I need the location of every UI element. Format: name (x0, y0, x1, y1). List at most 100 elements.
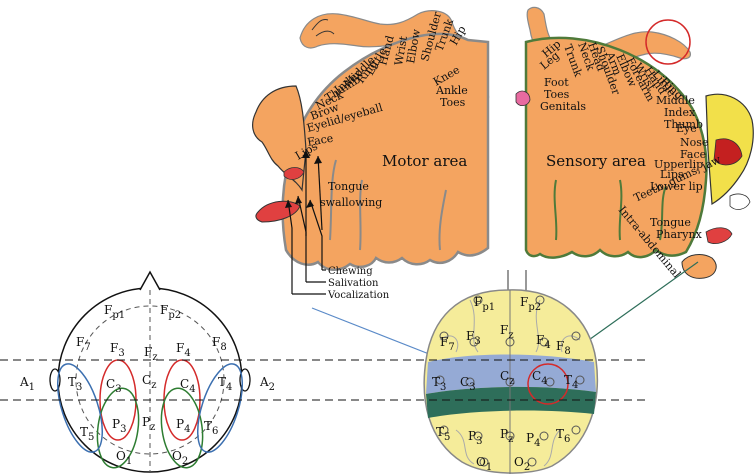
highlight-circle (645, 19, 691, 65)
electrode-letter: F (466, 329, 474, 343)
callout-salivation: Salivation (328, 278, 379, 289)
electrode-letter: F (144, 345, 152, 359)
sensory-label: Eye (676, 122, 697, 135)
electrode-t6: T6 (204, 419, 218, 437)
electrode-letter: F (440, 335, 448, 349)
electrode-letter: C (460, 375, 469, 389)
electrode-letter: T (218, 375, 226, 389)
electrode-fp1: Fp1 (474, 295, 495, 313)
electrode-letter: F (160, 303, 168, 317)
sensory-label: Foot (544, 76, 569, 89)
sensory-label: Genitals (540, 100, 586, 113)
electrode-t5: T5 (436, 425, 450, 443)
sensory-cortex-shape (524, 36, 708, 259)
electrode-f7: F7 (76, 335, 91, 353)
highlight-circle-brain (527, 363, 569, 405)
electrode-letter: C (180, 377, 189, 391)
electrode-f4: F4 (536, 333, 551, 351)
motor-label: Ankle (435, 84, 468, 97)
sensory-label: Index (664, 106, 696, 119)
electrode-f3: F3 (466, 329, 481, 347)
callout-vocalization: Vocalization (327, 290, 390, 301)
electrode-letter: C (142, 373, 151, 387)
motor-cortex: Motor area Hip Trunk Shoulder Elbow Wris… (252, 10, 490, 301)
electrode-cz: Cz (142, 373, 156, 391)
electrode-subscript: 4 (534, 438, 540, 449)
electrode-letter: O (172, 449, 182, 463)
electrode-letter: F (76, 335, 84, 349)
electrode-letter: F (104, 303, 112, 317)
electrode-letter: P (142, 415, 150, 429)
electrode-subscript: 1 (29, 382, 35, 393)
electrode-letter: C (106, 377, 115, 391)
electrode-subscript: 2 (269, 382, 275, 393)
electrode-p4: P4 (176, 417, 190, 435)
electrode-subscript: 7 (84, 342, 90, 353)
sensory-label: Nose (680, 136, 708, 149)
electrode-subscript: p2 (528, 302, 541, 313)
electrode-letter: P (500, 427, 508, 441)
electrode-pz: Pz (500, 427, 513, 445)
electrode-p3: P3 (112, 417, 126, 435)
electrode-letter: F (536, 333, 544, 347)
electrode-subscript: z (509, 376, 514, 387)
electrode-f8: F8 (556, 339, 571, 357)
electrode-f3: F3 (110, 341, 125, 359)
motor-face (252, 85, 307, 192)
electrode-subscript: 6 (212, 426, 218, 437)
electrode-letter: P (176, 417, 184, 431)
electrode-subscript: z (508, 330, 513, 341)
electrode-letter: F (500, 323, 508, 337)
electrode-p4: P4 (526, 431, 540, 449)
electrode-fz: Fz (144, 345, 158, 363)
electrode-letter: A (19, 375, 29, 389)
motor-label: Toes (440, 96, 466, 109)
electrode-subscript: 4 (572, 380, 578, 391)
sensory-label: Lower lip (650, 180, 703, 193)
sensory-label: Upperlip (654, 158, 703, 171)
sensory-label: Lips (660, 168, 684, 181)
electrode-o1: O1 (476, 455, 492, 473)
electrode-letter: T (204, 419, 212, 433)
electrode-c4: C4 (532, 369, 548, 387)
electrode-subscript: 8 (220, 342, 226, 353)
electrode-letter: F (176, 341, 184, 355)
electrode-fp1: Fp1 (104, 303, 125, 321)
electrode-subscript: 1 (126, 456, 132, 467)
sensory-teeth (729, 193, 751, 210)
electrode-cz: Cz (500, 369, 514, 387)
electrode-subscript: 7 (448, 342, 454, 353)
electrode-subscript: 5 (444, 432, 450, 443)
electrode-subscript: 3 (469, 382, 475, 393)
sensory-label: Thumb (664, 118, 703, 131)
electrode-subscript: 3 (118, 348, 124, 359)
head-inner-ring (75, 305, 225, 455)
electrode-letter: T (564, 373, 572, 387)
electrode-letter: A (259, 375, 269, 389)
electrode-t4: T4 (564, 373, 578, 391)
electrode-f8: F8 (212, 335, 227, 353)
electrode-subscript: z (150, 422, 155, 433)
electrode-letter: T (436, 425, 444, 439)
electrode-t3: T3 (68, 375, 82, 393)
electrode-letter: T (432, 375, 440, 389)
electrode-o1: O1 (116, 449, 132, 467)
motor-label: Wrist (392, 34, 410, 66)
electrode-letter: C (532, 369, 541, 383)
sensory-band (426, 386, 596, 418)
electrode-fp2: Fp2 (160, 303, 181, 321)
electrode-subscript: 3 (76, 382, 82, 393)
electrode-fz: Fz (500, 323, 514, 341)
sensory-cortex: Sensory area Hip Leg Trunk Neck Head Sho… (515, 6, 754, 281)
electrode-letter: T (68, 375, 76, 389)
sensory-label: Tongue (650, 216, 691, 229)
sensory-label: Toes (544, 88, 570, 101)
electrode-p3: P3 (468, 429, 482, 447)
electrode-c3: C3 (460, 375, 476, 393)
electrode-letter: P (526, 431, 534, 445)
electrode-t5: T5 (80, 425, 94, 443)
brain-gyri (439, 299, 581, 467)
motor-callouts: Chewing Salivation Vocalization (327, 266, 390, 301)
